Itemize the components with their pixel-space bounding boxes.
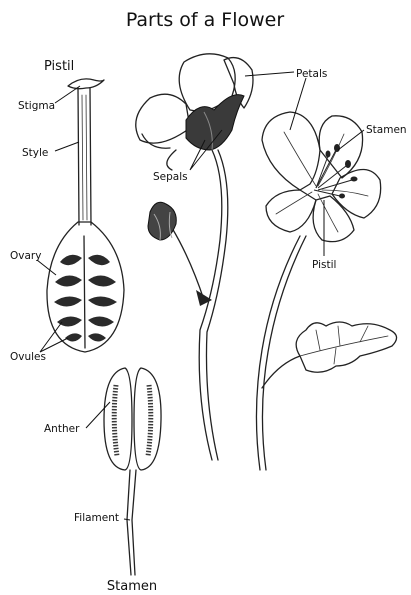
pollen-sac-left [114, 385, 117, 456]
label-ovules: Ovules [10, 351, 46, 363]
petals-leader-right [290, 78, 306, 130]
style-right-edge [90, 88, 91, 225]
leaf-veins [300, 326, 388, 364]
stamen-drawing: Anther Filament Stamen [44, 368, 161, 594]
filament-leader [124, 519, 130, 520]
ovary-leader [37, 260, 56, 275]
bud-stalk [172, 228, 204, 300]
stamen-leader [338, 130, 364, 150]
front-view-flower: Stamen Pistil [256, 78, 406, 470]
label-flower-pistil: Pistil [312, 259, 336, 271]
pistil-heading: Pistil [44, 59, 74, 74]
style-left-edge [78, 88, 79, 225]
pistil-drawing: Pistil Stigma Style Ovary [10, 59, 124, 363]
ovule-chambers [54, 255, 117, 342]
petal-veins [276, 132, 368, 232]
side-sepals [186, 95, 244, 150]
stigma-leader [55, 86, 80, 103]
label-anther: Anther [44, 423, 80, 435]
label-stigma: Stigma [18, 100, 55, 112]
side-stem-edge [206, 150, 227, 460]
label-filament: Filament [74, 512, 119, 524]
filament-edge [132, 470, 136, 575]
stamen-heading: Stamen [107, 579, 157, 594]
front-petal-left [266, 190, 316, 232]
leaf-stalk [262, 356, 300, 388]
front-petal-lower [313, 196, 354, 242]
ovary-center-line [84, 236, 85, 348]
style-leader [55, 142, 79, 151]
anther-leader [86, 402, 110, 428]
label-ovary: Ovary [10, 250, 41, 262]
style-shading [82, 95, 87, 220]
label-flower-stamen: Stamen [366, 124, 407, 136]
leaf-shape [296, 322, 396, 372]
side-petal-left [136, 94, 190, 143]
label-sepals: Sepals [153, 171, 188, 183]
label-style: Style [22, 147, 48, 159]
front-petal-right [332, 169, 381, 218]
label-petals: Petals [296, 68, 327, 80]
flower-bud [148, 202, 176, 240]
pollen-sac-right [148, 385, 151, 456]
ovules-leader [40, 322, 68, 352]
filament-shape [127, 470, 131, 575]
stigma-shape [68, 79, 104, 89]
diagram-title: Parts of a Flower [126, 9, 285, 31]
